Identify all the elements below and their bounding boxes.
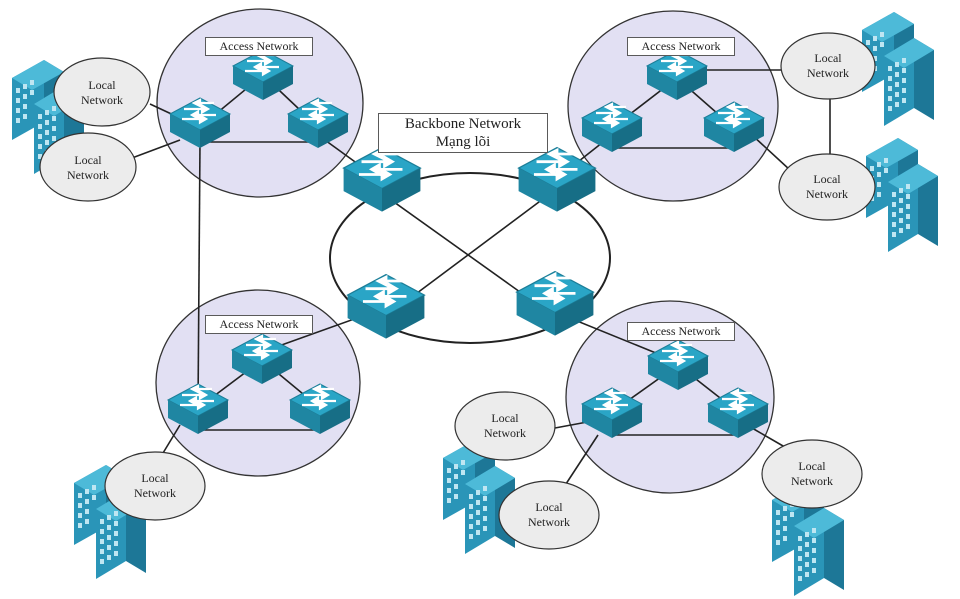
backbone-subtitle: Mạng lõi xyxy=(435,134,491,150)
local-network-label: Network xyxy=(81,93,123,107)
local-network-label: Local xyxy=(813,172,841,186)
backbone-title: Backbone Network xyxy=(404,116,522,132)
backbone-network-label: Backbone Network Mạng lõi xyxy=(378,113,548,153)
access-network-label: Access Network xyxy=(205,37,313,56)
local-network-label: Network xyxy=(807,66,849,80)
local-network-cloud: Local Network xyxy=(761,439,863,509)
access-network-label: Access Network xyxy=(205,315,313,334)
local-network-label: Local xyxy=(535,500,563,514)
access-network-label: Access Network xyxy=(627,37,735,56)
backbone-ring xyxy=(329,172,611,344)
access-network-label: Access Network xyxy=(627,322,735,341)
local-network-cloud: Local Network xyxy=(780,32,876,100)
local-network-cloud: Local Network xyxy=(454,391,556,461)
local-network-cloud: Local Network xyxy=(39,132,137,202)
network-switch-icon xyxy=(515,270,595,338)
local-network-cloud: Local Network xyxy=(104,451,206,521)
local-network-label: Network xyxy=(67,168,109,182)
local-network-cloud: Local Network xyxy=(53,57,151,127)
local-network-label: Network xyxy=(134,486,176,500)
local-network-label: Network xyxy=(528,515,570,529)
local-network-cloud: Local Network xyxy=(778,153,876,221)
network-switch-icon xyxy=(342,146,422,214)
local-network-label: Local xyxy=(74,153,102,167)
local-network-cloud: Local Network xyxy=(498,480,600,550)
access-network-circle xyxy=(565,300,775,494)
building-icon xyxy=(866,138,938,252)
local-network-label: Local xyxy=(814,51,842,65)
network-switch-icon xyxy=(346,273,426,341)
local-network-label: Network xyxy=(806,187,848,201)
local-network-label: Local xyxy=(141,471,169,485)
local-network-label: Network xyxy=(484,426,526,440)
access-network-circle xyxy=(567,10,779,202)
local-network-label: Network xyxy=(791,474,833,488)
local-network-label: Local xyxy=(798,459,826,473)
local-network-label: Local xyxy=(88,78,116,92)
local-network-label: Local xyxy=(491,411,519,425)
access-network-circle xyxy=(156,8,364,198)
